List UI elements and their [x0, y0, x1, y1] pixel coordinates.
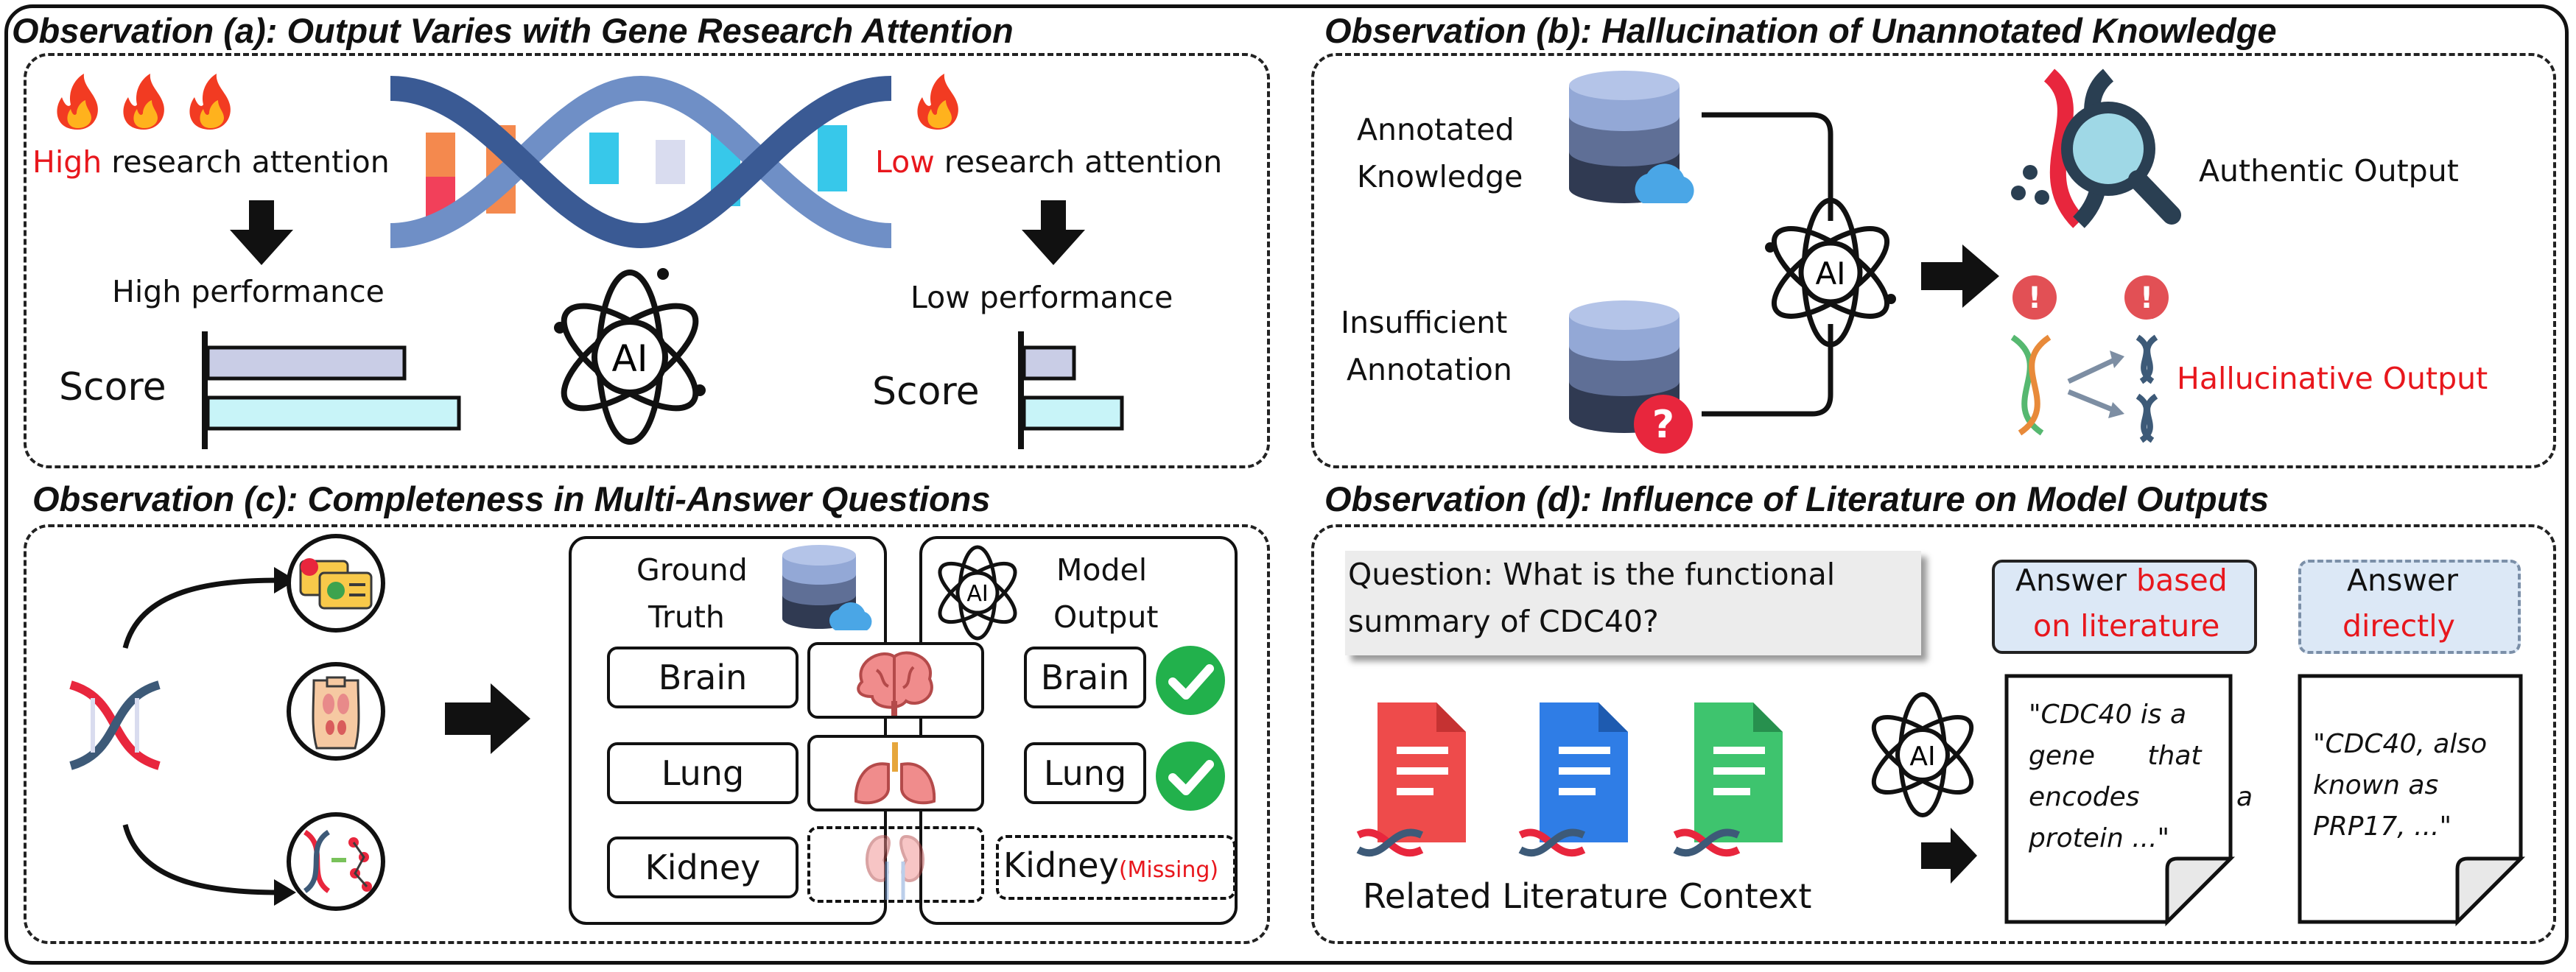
gene-cards-icon: [287, 534, 385, 633]
dna-hallucination-icon: ! !: [2010, 275, 2169, 443]
dna-helix-illustration: [390, 75, 892, 249]
ai-label: AI: [966, 581, 988, 607]
model-output-item: Brain: [1024, 647, 1146, 708]
missing-item-box: [996, 835, 1236, 900]
question-line-2: summary of CDC40?: [1348, 604, 1659, 639]
gene-pathway-icon: [287, 812, 385, 911]
answer-literature-line-2: on literature: [2033, 608, 2220, 644]
score-bar-purple: [1022, 345, 1076, 381]
database-cloud-icon: [1569, 71, 1694, 203]
answer-document-literature: [2004, 674, 2236, 927]
score-bar-cyan: [206, 395, 461, 431]
alert-mark: !: [2028, 281, 2041, 315]
right-arrow-icon: [1921, 244, 1999, 308]
ai-atom-icon: AI: [1765, 197, 1896, 348]
high-attention-label: High research attention: [32, 144, 390, 180]
ground-truth-item: Brain: [607, 647, 799, 708]
flame-icon-low: [917, 74, 958, 130]
panel-d-box: [1311, 524, 2556, 944]
answer-literature-header: [1992, 560, 2257, 654]
score-bars-low: [1018, 331, 1124, 449]
question-box: [1345, 551, 1921, 655]
answer-literature-text: encodes a: [2029, 782, 2253, 812]
panel-c-title: Observation (c): Completeness in Multi-A…: [32, 479, 991, 518]
ai-atom-icon: AI: [1871, 692, 1974, 817]
dna-magnifier-icon: [2011, 68, 2181, 228]
missing-item: Kidney(Missing): [1003, 845, 1219, 885]
ai-label: AI: [1909, 742, 1935, 772]
panel-a-box: [24, 53, 1270, 468]
answer-directly-header: [2298, 560, 2521, 654]
answer-direct-text: known as: [2313, 770, 2439, 800]
down-arrow-icon: [1022, 200, 1085, 265]
answer-document-direct: [2298, 674, 2526, 927]
annotated-label-1: Annotated: [1357, 112, 1515, 147]
answer-direct-text: "CDC40, also: [2313, 729, 2488, 759]
score-label-left: Score: [59, 365, 166, 409]
panel-d-title: Observation (d): Influence of Literature…: [1324, 479, 2270, 518]
ground-truth-label-2: Truth: [648, 599, 725, 635]
answer-directly-line-2: directly: [2342, 608, 2455, 644]
flame-icons-high: [57, 74, 231, 130]
panel-c-box: [24, 524, 1270, 944]
model-output-label-1: Model: [1056, 552, 1148, 588]
outer-frame: [4, 4, 2569, 965]
insufficient-label-2: Annotation: [1347, 352, 1512, 387]
question-mark: ?: [1652, 403, 1674, 447]
score-label-right: Score: [872, 370, 980, 414]
document-red-icon: [1356, 702, 1466, 857]
annotated-label-2: Knowledge: [1357, 159, 1523, 194]
ai-label: AI: [612, 337, 648, 380]
high-performance-label: High performance: [112, 274, 385, 309]
document-green-icon: [1673, 702, 1783, 857]
kidney-icon: [866, 834, 924, 900]
organ-cell-missing: [807, 826, 984, 903]
connector-lines: [1702, 112, 1833, 417]
panel-a-title: Observation (a): Output Varies with Gene…: [12, 11, 1014, 50]
panel-b-box: [1311, 53, 2556, 468]
model-output-item: Lung: [1024, 742, 1146, 804]
database-cloud-icon: [782, 545, 872, 630]
ai-atom-icon: AI: [554, 268, 706, 445]
model-output-panel: [919, 536, 1238, 925]
ground-truth-item: Kidney: [607, 837, 799, 898]
answer-literature-text: protein ...": [2029, 823, 2170, 853]
low-attention-label: Low research attention: [875, 144, 1223, 180]
branch-arrows: [122, 567, 296, 906]
brain-icon: [857, 651, 933, 716]
answer-literature-text: "CDC40 is a: [2029, 700, 2187, 730]
right-arrow-icon: [1921, 828, 1977, 884]
insufficient-label-1: Insufficient: [1341, 305, 1508, 340]
database-question-icon: ?: [1569, 300, 1693, 454]
dna-icon: [69, 680, 161, 770]
ground-truth-label-1: Ground: [636, 552, 748, 588]
hallucinative-output-label: Hallucinative Output: [2177, 361, 2488, 396]
panel-b-title: Observation (b): Hallucination of Unanno…: [1324, 11, 2277, 50]
alert-mark: !: [2140, 281, 2153, 315]
authentic-output-label: Authentic Output: [2199, 153, 2459, 189]
down-arrow-icon: [230, 200, 293, 265]
question-line-1: Question: What is the functional: [1348, 557, 1836, 592]
ground-truth-item: Lung: [607, 742, 799, 804]
model-output-label-2: Output: [1053, 599, 1159, 635]
literature-context-label: Related Literature Context: [1363, 876, 1812, 916]
check-icon: [1156, 742, 1225, 811]
check-icon: [1156, 646, 1225, 715]
score-bar-purple: [206, 345, 407, 381]
ai-label: AI: [1815, 256, 1845, 292]
answer-literature-text: gene that: [2029, 741, 2202, 771]
human-body-icon: [287, 662, 385, 761]
right-arrow-icon: [445, 683, 530, 754]
ai-atom-icon: AI: [938, 545, 1017, 641]
answer-directly-line-1: Answer: [2347, 563, 2459, 598]
low-performance-label: Low performance: [910, 280, 1173, 315]
answer-literature-line-1: Answer based: [2015, 563, 2228, 598]
document-blue-icon: [1518, 702, 1628, 857]
score-bar-cyan: [1022, 395, 1124, 431]
answer-direct-text: PRP17, ...": [2313, 811, 2452, 842]
score-bars-high: [202, 331, 461, 449]
ground-truth-panel: [569, 536, 887, 925]
lung-icon: [854, 742, 936, 805]
